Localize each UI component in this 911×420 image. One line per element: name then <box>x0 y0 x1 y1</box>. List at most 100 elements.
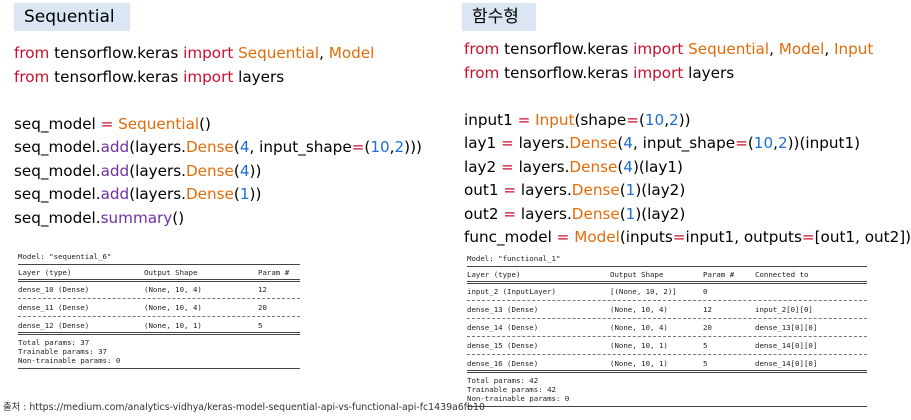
code-token: lay2 <box>464 157 502 176</box>
summary-cell: dense_12 (Dense) <box>18 321 90 330</box>
code-token: (layers. <box>129 185 186 203</box>
summary-double-rule <box>18 332 300 335</box>
code-token: from <box>464 63 500 82</box>
summary-total-line: Trainable params: 42 <box>467 385 556 394</box>
code-line: from tensorflow.keras import layers <box>14 66 422 90</box>
code-token: = <box>503 204 517 223</box>
summary-dashed-rule <box>467 300 867 301</box>
code-token: tensorflow.keras <box>49 67 184 86</box>
summary-rule <box>18 368 300 369</box>
code-token: )) <box>249 185 262 203</box>
summary-dashed-rule <box>467 336 867 337</box>
code-token: ( <box>619 181 626 199</box>
code-token: add <box>100 161 130 180</box>
summary-cell: dense_16 (Dense) <box>467 359 539 368</box>
code-token: ( <box>233 138 240 156</box>
summary-cell: dense_13[0][0] <box>755 323 818 332</box>
code-token: = <box>351 138 365 156</box>
summary-layer-row: dense_11 (Dense)(None, 10, 4)20 <box>18 303 300 312</box>
code-token: )(lay1) <box>632 157 683 176</box>
summary-rule <box>467 266 867 267</box>
code-token: 2 <box>669 110 679 129</box>
summary-cell: (None, 10, 1) <box>144 321 202 330</box>
code-token: , input_shape <box>249 138 352 156</box>
summary-cell: dense_14[0][0] <box>755 359 818 368</box>
summary-total-line: Non-trainable params: 0 <box>18 356 121 365</box>
code-token: , <box>773 134 778 152</box>
code-token: out1 <box>464 181 504 199</box>
code-token: seq_model. <box>14 161 101 180</box>
summary-cell: 12 <box>703 305 712 314</box>
code-token: ( <box>364 138 371 156</box>
code-token: , <box>389 138 395 156</box>
code-line <box>464 85 911 109</box>
summary-layer-row: dense_12 (Dense) (None, 10, 1) 5 <box>18 321 300 330</box>
summary-cell: (None, 10, 4) <box>610 305 668 314</box>
code-token: = <box>503 181 517 199</box>
code-token: layers. <box>516 204 572 223</box>
code-token: Dense <box>185 161 234 180</box>
code-token: func_model <box>464 228 557 246</box>
summary-dashed-rule <box>467 354 867 355</box>
code-token: )(lay2) <box>635 181 686 199</box>
code-token: ( <box>747 134 754 152</box>
functional-model-summary: Model: "functional_1" Layer (type)Output … <box>467 254 867 410</box>
code-token: import <box>633 40 684 58</box>
code-token: (layers. <box>129 161 186 180</box>
code-token: 10 <box>753 134 774 152</box>
code-token: import <box>183 67 234 86</box>
sequential-model-summary: Model: "sequential_6"Layer (type)Output … <box>18 252 300 372</box>
code-token: layers <box>233 67 285 86</box>
summary-cell: dense_11 (Dense) <box>18 303 90 312</box>
code-token: ))) <box>404 138 422 156</box>
code-token: 4 <box>623 157 633 176</box>
code-token: tensorflow.keras <box>49 44 184 62</box>
summary-double-rule <box>467 370 867 373</box>
summary-total-line: Total params: 42 <box>467 376 539 385</box>
code-token: layers. <box>516 181 572 199</box>
code-token: )) <box>678 110 691 129</box>
code-token: add <box>100 138 130 156</box>
summary-cell: 5 <box>258 321 263 330</box>
summary-double-rule <box>467 281 867 284</box>
summary-cell: (None, 10, 4) <box>610 323 668 332</box>
summary-cell: 20 <box>258 303 267 312</box>
code-token: = <box>801 228 815 246</box>
code-token: )(lay2) <box>635 204 686 223</box>
code-line: seq_model.summary() <box>14 207 422 231</box>
summary-rule <box>18 264 300 265</box>
code-token: ( <box>233 161 240 180</box>
summary-cell: Param # <box>703 270 735 279</box>
summary-cell: 12 <box>258 285 267 294</box>
summary-cell: 5 <box>703 341 708 350</box>
summary-layer-row: input_2 (InputLayer)[(None, 10, 2)]0 <box>467 287 867 296</box>
summary-cell: Param # <box>258 268 290 277</box>
summary-rule <box>467 406 867 407</box>
code-token: Dense <box>571 181 620 199</box>
summary-cell: input_2[0][0] <box>755 305 813 314</box>
code-line: seq_model = Sequential() <box>14 113 422 137</box>
summary-layer-row: dense_10 (Dense)(None, 10, 4)12 <box>18 285 300 294</box>
summary-cell: dense_15 (Dense) <box>467 341 539 350</box>
code-token: 4 <box>623 134 633 152</box>
code-token: ))(input1) <box>787 134 861 152</box>
code-token: (shape <box>574 110 627 129</box>
code-token: import <box>633 63 684 82</box>
summary-dashed-rule <box>18 316 300 317</box>
summary-model-name: Model: "functional_1" <box>467 254 561 263</box>
summary-cell: 20 <box>703 323 712 332</box>
code-token: layers <box>683 63 735 82</box>
summary-cell: dense_14[0][0] <box>755 341 818 350</box>
code-token: tensorflow.keras <box>499 40 634 58</box>
code-line: input1 = Input(shape=(10,2)) <box>464 109 911 133</box>
code-token: from <box>14 67 50 86</box>
code-token: 10 <box>644 110 665 129</box>
summary-cell: Connected to <box>755 270 809 279</box>
source-citation: 출처 : https://medium.com/analytics-vidhya… <box>3 402 485 413</box>
code-line: from tensorflow.keras import Sequential,… <box>14 42 422 66</box>
code-token: ( <box>619 204 626 223</box>
code-token: Dense <box>571 204 620 223</box>
code-token: import <box>183 44 234 62</box>
summary-cell: (None, 10, 4) <box>144 285 202 294</box>
